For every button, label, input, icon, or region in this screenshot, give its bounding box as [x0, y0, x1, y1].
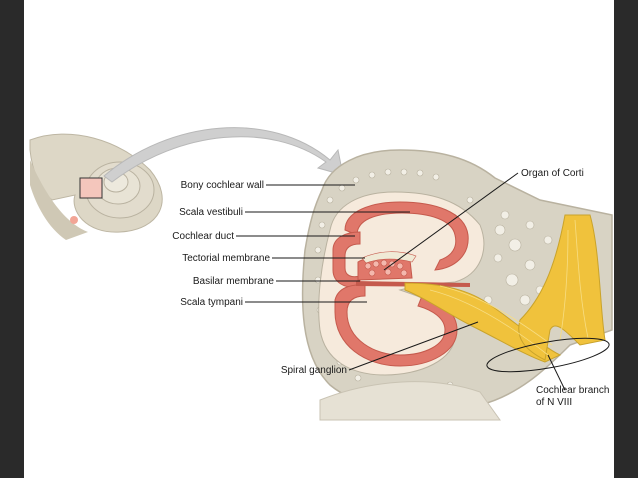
label-organ-of-corti: Organ of Corti [521, 168, 584, 179]
label-scala-tympani: Scala tympani [180, 297, 243, 308]
leader-cochlear-branch [547, 354, 566, 391]
label-cochlear-duct: Cochlear duct [172, 231, 234, 242]
cochlear-branch-ellipse [486, 337, 610, 373]
cross-section [301, 149, 613, 421]
label-bony-cochlear-wall: Bony cochlear wall [181, 180, 264, 191]
label-spiral-ganglion: Spiral ganglion [281, 365, 347, 376]
label-basilar-membrane: Basilar membrane [193, 276, 275, 287]
label-scala-vestibuli: Scala vestibuli [179, 207, 243, 218]
diagram-panel: Bony cochlear wall Scala vestibuli Cochl… [24, 0, 614, 478]
label-cochlear-branch-nerve: of N VIII [536, 397, 572, 408]
cochlear-nerve-bundle [518, 214, 606, 361]
leader-organ-corti [383, 172, 519, 271]
cochlear-duct-wall [332, 231, 361, 288]
cochlea-cross-section-diagram: Bony cochlear wall Scala vestibuli Cochl… [29, 127, 613, 421]
scala-tympani-wall [334, 284, 458, 367]
zoom-region-box [79, 177, 103, 199]
label-cochlear-branch: Cochlear branch [536, 385, 609, 396]
scala-vestibuli-wall [344, 201, 469, 271]
spiral-ganglion-nerve [404, 282, 562, 363]
leader-spiral-ganglion [348, 321, 479, 371]
label-tectorial-membrane: Tectorial membrane [182, 253, 270, 264]
